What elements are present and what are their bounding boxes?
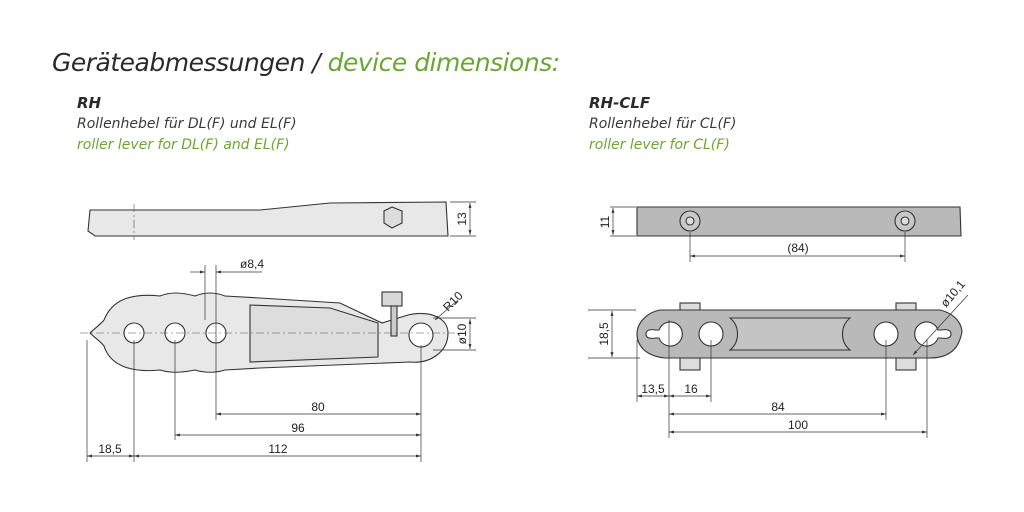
rhclf-desc-german: Rollenhebel für CL(F)	[589, 116, 737, 132]
dim-clf-ref-84: (84)	[787, 241, 808, 255]
dim-clf-13-5: 13,5	[641, 382, 665, 396]
rhclf-caption: RH-CLF Rollenhebel für CL(F) roller leve…	[589, 93, 736, 156]
rh-heading: RH	[77, 94, 102, 112]
title-german: Geräteabmessungen /	[52, 48, 321, 77]
dim-clf-height: 11	[598, 215, 612, 228]
dim-clf-16: 16	[684, 382, 698, 396]
dim-clf-width: 18,5	[597, 322, 611, 346]
dim-clf-hole-diameter: ø10,1	[938, 277, 969, 310]
page-title: Geräteabmessungen / device dimensions:	[52, 48, 560, 77]
dim-rh-18-5: 18,5	[98, 442, 122, 456]
dim-rh-96: 96	[291, 421, 305, 435]
dim-rh-hole-diameter: ø8,4	[240, 257, 264, 271]
rhclf-desc-english: roller lever for CL(F)	[589, 137, 730, 153]
dim-rh-height: 13	[455, 212, 469, 226]
rh-side-view: 13	[87, 201, 476, 240]
rhclf-plan-view: 18,5 ø10,1 13,5 16 84 100	[588, 277, 969, 438]
dim-rh-112: 112	[268, 442, 287, 456]
dim-rh-roller-diameter: ø10	[455, 323, 469, 344]
rh-desc-english: roller lever for DL(F) and EL(F)	[77, 137, 290, 153]
title-english: device dimensions:	[327, 48, 561, 77]
dim-rh-80: 80	[311, 400, 325, 414]
rh-caption: RH Rollenhebel für DL(F) und EL(F) rolle…	[77, 93, 297, 156]
dim-rh-radius: R10	[440, 288, 466, 314]
rh-desc-german: Rollenhebel für DL(F) und EL(F)	[77, 116, 297, 132]
dim-clf-84: 84	[771, 400, 785, 414]
dim-clf-100: 100	[788, 418, 808, 432]
rh-plan-view: ø8,4 R10 ø10 80 96 112 18,5	[80, 257, 476, 462]
hex-nut-icon	[383, 206, 403, 229]
rhclf-heading: RH-CLF	[589, 94, 651, 112]
rhclf-side-view: 11 (84)	[598, 206, 962, 262]
